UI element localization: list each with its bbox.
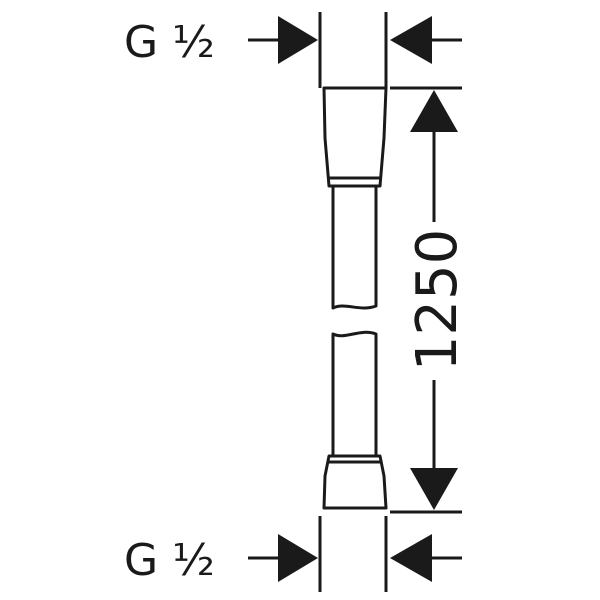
bottom-fitting — [322, 454, 388, 510]
length-dimension — [390, 86, 462, 514]
top-fitting — [322, 86, 388, 188]
length-arrow-top — [410, 90, 458, 132]
length-arrow-bottom — [410, 468, 458, 510]
length-label: 1250 — [405, 229, 470, 372]
hose-upper-section — [331, 186, 378, 310]
bottom-width-dimension — [248, 516, 462, 592]
bottom-arrow-left — [278, 534, 318, 582]
top-width-dimension — [248, 12, 462, 88]
thread-label-bottom: G ½ — [124, 535, 215, 586]
top-arrow-left — [278, 16, 318, 64]
bottom-arrow-right — [390, 534, 432, 582]
hose-lower-section — [331, 330, 378, 456]
thread-label-top: G ½ — [124, 17, 215, 68]
top-arrow-right — [390, 16, 432, 64]
